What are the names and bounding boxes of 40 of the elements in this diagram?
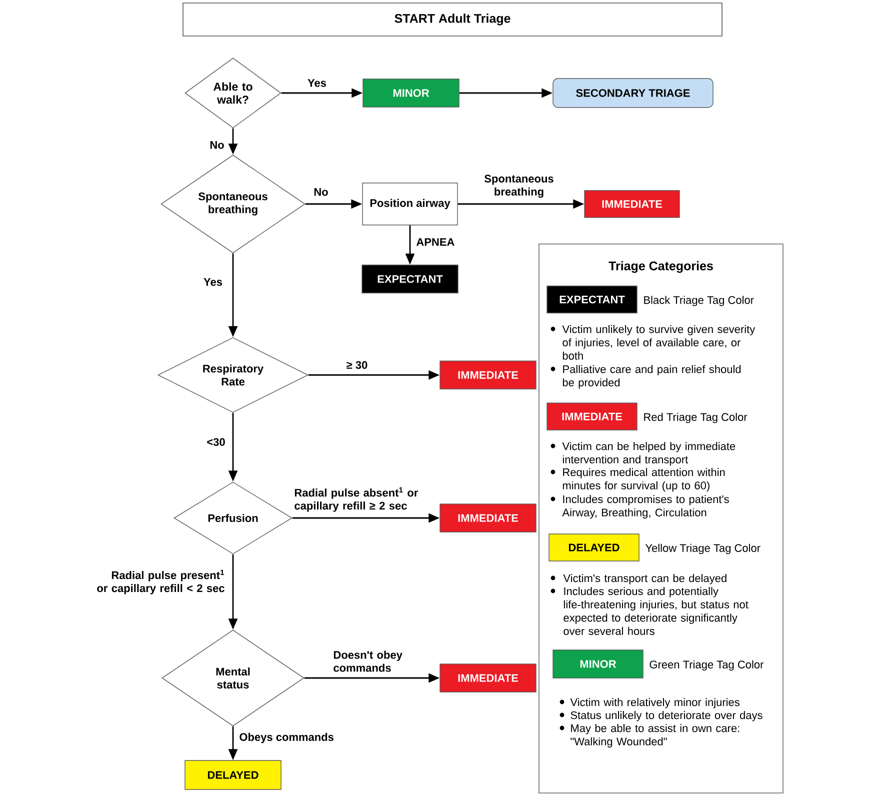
outcome-box: IMMEDIATE [440, 504, 536, 532]
tag-color-text: Yellow Triage Tag Color [645, 544, 760, 554]
edge-label: No [210, 141, 224, 149]
rounded-box: SECONDARY TRIAGE [552, 78, 714, 108]
edge-label: Yes [308, 79, 326, 87]
edge-label: Radial pulse absent$^{1}$ or capillary refill ≥ 2 sec [294, 487, 418, 512]
edge-label: ≥ 30 [346, 361, 368, 369]
bullet-text: Victim's transport can be delayed [563, 574, 726, 584]
process-box: Position airway [362, 182, 458, 226]
category-tag: DELAYED [548, 534, 640, 562]
bullet-text: Requires medical attention within minutes for survival (up to 60) [562, 468, 725, 492]
edge-label: APNEA [416, 238, 454, 246]
title-box: START Adult Triage [182, 2, 722, 36]
bullet-text: May be able to assist in own care: "Walking Wounded" [570, 724, 740, 748]
edge-label: Obeys commands [240, 732, 334, 744]
edge-label: Doesn't obey commands [334, 650, 402, 672]
bullet-text: Palliative care and pain relief should be provided [562, 365, 741, 389]
category-tag: IMMEDIATE [546, 402, 638, 430]
edge-label: No [314, 188, 328, 196]
bullet-text: Victim can be helped by immediate intervention and transport [562, 442, 736, 466]
edge-label: Spontaneous breathing [484, 174, 554, 198]
outcome-box: MINOR [362, 78, 460, 108]
category-tag: MINOR [552, 650, 644, 678]
bullet-text: Includes compromises to patient's Airway, Breathing, Circulation [562, 495, 729, 519]
outcome-box: IMMEDIATE [440, 360, 536, 390]
bullet-text: Victim with relatively minor injuries [570, 698, 740, 708]
edge-label: <30 [207, 438, 225, 446]
tag-color-text: Black Triage Tag Color [644, 296, 754, 306]
tag-color-text: Red Triage Tag Color [644, 412, 748, 424]
edge-label: Yes [204, 278, 222, 286]
outcome-box: EXPECTANT [362, 264, 458, 294]
tag-color-text: Green Triage Tag Color [650, 660, 764, 671]
category-tag: EXPECTANT [546, 286, 638, 314]
outcome-box: IMMEDIATE [584, 190, 680, 218]
edge-label: Radial pulse present$^{1}$ or capillary refill < 2 sec [97, 570, 224, 594]
outcome-box: IMMEDIATE [440, 664, 536, 692]
bullet-text: Includes serious and potentially life-threatening injuries, but status not expected to deteriorate significantly over several hours [564, 587, 748, 635]
outcome-box: DELAYED [184, 760, 282, 790]
bullet-text: Victim unlikely to survive given severity of injuries, level of available care, or both [562, 325, 756, 360]
bullet-text: Status unlikely to deteriorate over days [570, 711, 762, 722]
